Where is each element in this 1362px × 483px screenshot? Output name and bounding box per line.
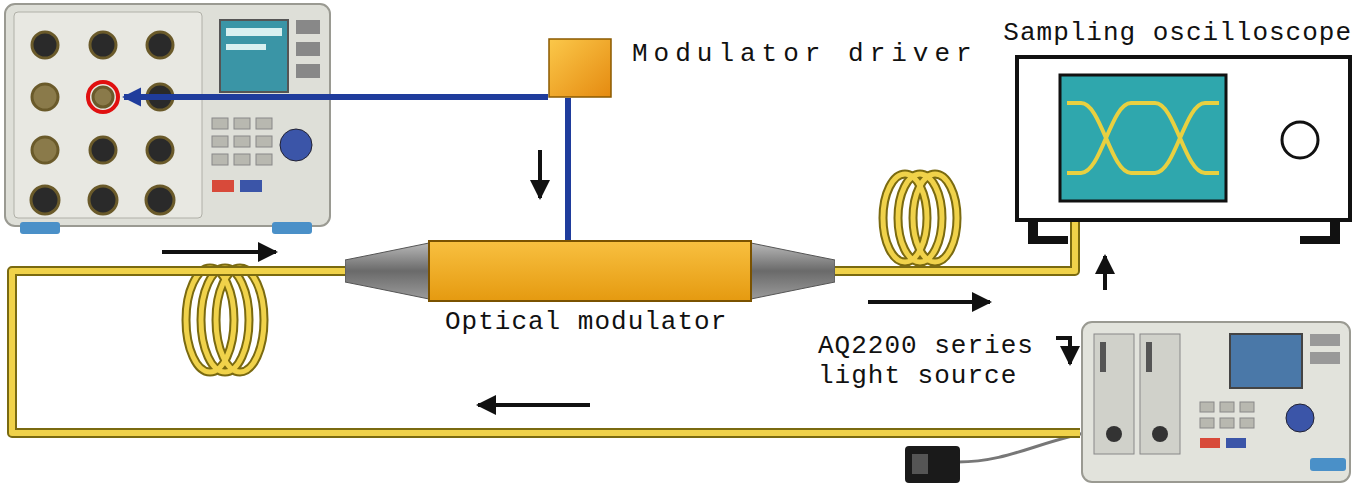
connector-outline (835, 222, 1075, 271)
connector-core (565, 98, 571, 240)
node-label: Optical modulator (445, 308, 727, 338)
light-source-box: AQ2200 series light source (1080, 318, 1352, 483)
oscilloscope-box: Sampling oscilloscope (1015, 55, 1352, 222)
node-label: Sampling oscilloscope (1003, 19, 1352, 49)
connector-core (835, 222, 1075, 271)
node-label: Modulator driver (632, 40, 978, 70)
modulator-box: Optical modulator (345, 240, 835, 302)
shape-outline (548, 38, 612, 98)
node-label: AQ2200 series light source (818, 332, 1050, 392)
shape-outline (345, 240, 835, 302)
pattern-generator (5, 4, 330, 234)
highlight-ring (88, 82, 118, 112)
sensor-window (912, 454, 928, 474)
shape-outline (1015, 55, 1352, 222)
flow-arrow (162, 150, 1105, 405)
connector-outline (565, 98, 571, 240)
signal-cable (568, 98, 569, 240)
signal-wire (124, 94, 548, 100)
driver-box: Modulator driver (548, 38, 612, 98)
shape-outline (1080, 318, 1352, 483)
sensor-head (905, 446, 960, 483)
optical-fiber (835, 222, 1075, 271)
